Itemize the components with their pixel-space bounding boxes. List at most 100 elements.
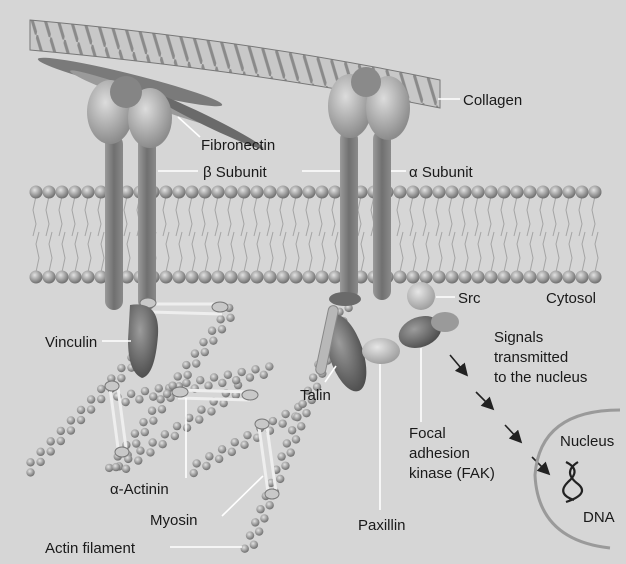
lipid-head [524, 186, 537, 199]
actin-bead [269, 417, 277, 425]
actin-bead [67, 426, 75, 434]
actin-bead [224, 371, 232, 379]
lipid-head [82, 186, 95, 199]
lipid-head [82, 271, 95, 284]
dna-label: DNA [583, 509, 615, 526]
lipid-head [511, 186, 524, 199]
actin-bead [182, 379, 190, 387]
actin-bead [237, 368, 245, 376]
actin-bead [146, 448, 154, 456]
actin-bead [36, 458, 44, 466]
actin-bead [199, 338, 207, 346]
actin-bead [251, 518, 259, 526]
lipid-head [69, 271, 82, 284]
actin-bead [246, 373, 254, 381]
actin-bead [26, 458, 34, 466]
lipid-head [420, 271, 433, 284]
actin-bead [241, 545, 249, 553]
actin-bead [297, 422, 305, 430]
actin-bead [163, 390, 171, 398]
actin-bead [192, 459, 200, 467]
actin-bead [265, 501, 273, 509]
paxillin-protein [362, 338, 400, 364]
actin-bead [232, 376, 240, 384]
actin-bead [288, 426, 296, 434]
lipid-head [498, 271, 511, 284]
actin-bead [87, 405, 95, 413]
lipid-head [472, 271, 485, 284]
actin-bead [260, 514, 268, 522]
lipid-head [407, 186, 420, 199]
fibronectin-label: Fibronectin [201, 137, 275, 154]
lipid-head [43, 271, 56, 284]
lipid-head [56, 186, 69, 199]
actin-bead [141, 428, 149, 436]
actin-bead [228, 448, 236, 456]
lipid-head [589, 271, 602, 284]
alpha-actinin-label: α-Actinin [110, 481, 169, 498]
lipid-head [407, 271, 420, 284]
lipid-head [160, 271, 173, 284]
lipid-head [524, 271, 537, 284]
actin-bead [136, 446, 144, 454]
cytosol-label: Cytosol [546, 290, 596, 307]
actin-bead [197, 405, 205, 413]
lipid-head [30, 186, 43, 199]
actin-bead [141, 387, 149, 395]
actin-bead [218, 445, 226, 453]
lipid-head [446, 271, 459, 284]
src-protein [407, 282, 435, 310]
lipid-head [433, 186, 446, 199]
actin-bead [265, 362, 273, 370]
lipid-head [199, 186, 212, 199]
lipid-head [212, 271, 225, 284]
actin-bead [302, 409, 310, 417]
actin-bead [283, 439, 291, 447]
myosin-label: Myosin [150, 512, 198, 529]
lipid-head [576, 271, 589, 284]
lipid-head [69, 186, 82, 199]
actin-bead [204, 382, 212, 390]
actin-bead [287, 448, 295, 456]
paxillin-label: Paxillin [358, 517, 406, 534]
alpha-subunit-label: α Subunit [409, 164, 474, 181]
actin-bead [183, 371, 191, 379]
lipid-head [576, 186, 589, 199]
actin-bead [196, 376, 204, 384]
vinculin-label: Vinculin [45, 334, 97, 351]
actin-bead [293, 413, 301, 421]
actin-bead [243, 431, 251, 439]
lipid-head [498, 186, 511, 199]
actin-bead [112, 463, 120, 471]
actin-bead [117, 364, 125, 372]
lipid-head [277, 186, 290, 199]
lipid-head [394, 271, 407, 284]
actin-bead [26, 468, 34, 476]
beta-subunit-label: β Subunit [203, 164, 268, 181]
lipid-head [251, 271, 264, 284]
fak-label-line1: Focal [409, 425, 446, 442]
lipid-head [537, 186, 550, 199]
actin-bead [158, 405, 166, 413]
actin-bead [195, 415, 203, 423]
lipid-head [43, 186, 56, 199]
actin-bead [149, 392, 157, 400]
actin-bead [292, 435, 300, 443]
actin-bead [117, 374, 125, 382]
lipid-head [199, 271, 212, 284]
actin-bead [77, 416, 85, 424]
lipid-head [225, 271, 238, 284]
actin-bead [246, 531, 254, 539]
lipid-head [56, 271, 69, 284]
lipid-head [459, 271, 472, 284]
actin-bead [256, 505, 264, 513]
actin-bead [121, 398, 129, 406]
actin-bead [207, 407, 215, 415]
actin-bead [201, 348, 209, 356]
lipid-head [316, 186, 329, 199]
lipid-head [264, 186, 277, 199]
actin-bead [174, 372, 182, 380]
actin-bead [149, 416, 157, 424]
actin-bead [209, 336, 217, 344]
actin-bead [134, 456, 142, 464]
